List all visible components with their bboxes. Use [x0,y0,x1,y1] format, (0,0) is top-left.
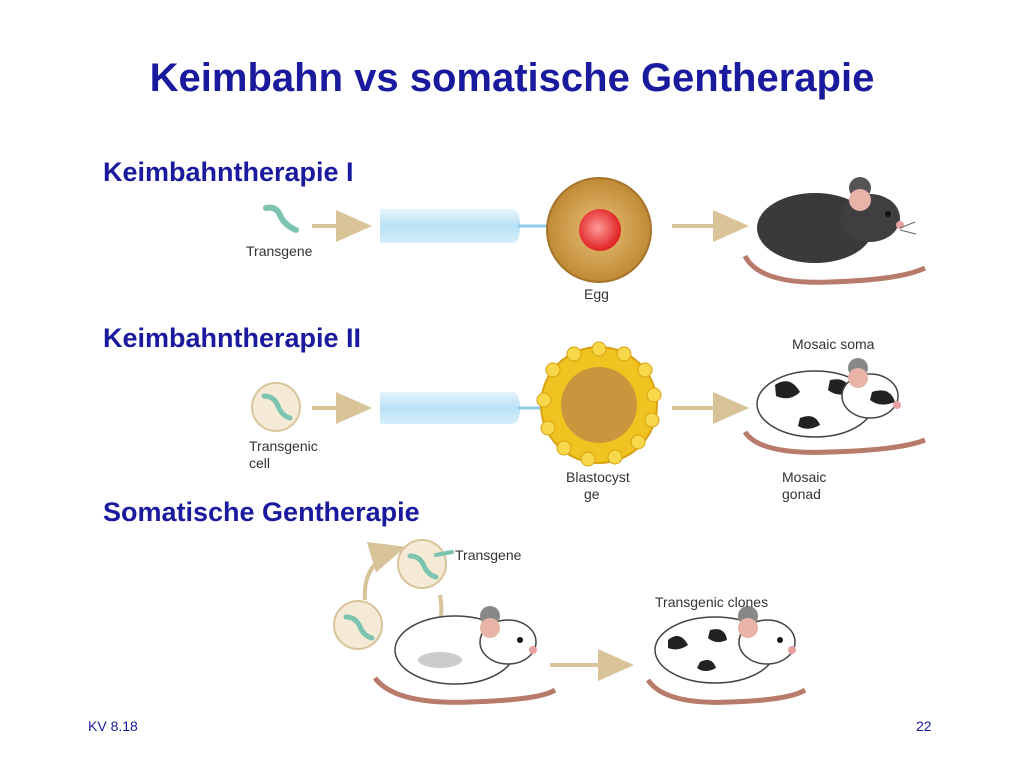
heading-keimbahntherapie-1: Keimbahntherapie I [103,157,354,187]
transgene-icon [263,204,299,233]
label-transgenic-cell-2: cell [249,455,271,471]
heading-somatische-gentherapie: Somatische Gentherapie [103,497,420,527]
label-mosaic-gonad-2: gonad [782,486,821,502]
page-number: 22 [916,718,932,734]
mosaic-mouse-icon [742,358,926,455]
egg-icon [546,177,652,283]
footer-code: KV 8.18 [88,718,138,734]
label-transgene-3: Transgene [455,547,522,563]
clone-mouse-icon [645,606,807,705]
label-mosaic-soma: Mosaic soma [792,336,875,352]
label-transgenic-clones: Transgenic clones [655,594,769,610]
blastocyst-icon [536,341,662,467]
label-blastocyst-1: Blastocyst [566,469,630,485]
label-egg: Egg [584,286,609,302]
label-blastocyst-2: ge [584,486,600,502]
transgene-cycle-diagram [333,539,454,658]
slide-title: Keimbahn vs somatische Gentherapie [149,56,875,100]
white-mouse-icon [372,606,557,705]
label-mosaic-gonad-1: Mosaic [782,469,827,485]
label-transgene-1: Transgene [246,243,313,259]
transgenic-cell-icon [251,382,301,432]
black-mouse-icon [742,177,927,285]
heading-keimbahntherapie-2: Keimbahntherapie II [103,323,362,353]
label-transgenic-cell-1: Transgenic [249,438,318,454]
